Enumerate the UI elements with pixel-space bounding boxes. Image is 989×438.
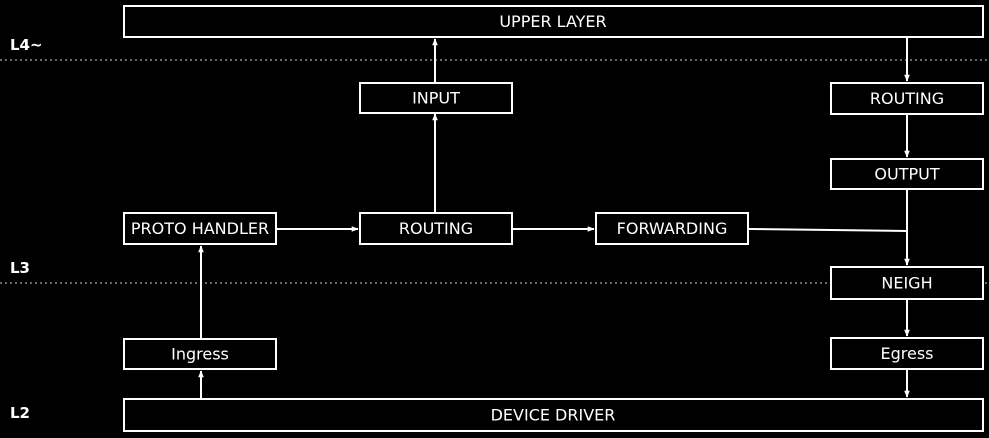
arrow-forwarding-to-neigh [748,228,910,266]
output-label: OUTPUT [874,165,939,184]
forwarding-box: FORWARDING [595,212,749,245]
ingress-label: Ingress [171,345,229,364]
routing-output-label: ROUTING [870,89,944,108]
output-box: OUTPUT [830,158,984,190]
neigh-label: NEIGH [881,274,932,293]
routing-input-box: ROUTING [359,212,513,245]
layer-label-l2: L2 [10,404,30,422]
forwarding-label: FORWARDING [617,219,728,238]
flow-arrows [198,38,910,398]
upper-layer-label: UPPER LAYER [499,12,606,31]
ingress-box: Ingress [123,338,277,370]
upper-layer-box: UPPER LAYER [123,5,984,38]
input-label: INPUT [412,89,460,108]
device-driver-label: DEVICE DRIVER [491,406,616,425]
device-driver-box: DEVICE DRIVER [123,398,984,432]
proto-handler-label: PROTO HANDLER [131,219,269,238]
egress-box: Egress [830,337,984,370]
egress-label: Egress [880,344,933,363]
input-box: INPUT [359,82,513,114]
layer-label-l3: L3 [10,259,30,277]
routing-output-box: ROUTING [830,82,984,115]
proto-handler-box: PROTO HANDLER [123,212,277,245]
routing-input-label: ROUTING [399,219,473,238]
layer-label-l4: L4~ [10,36,43,54]
neigh-box: NEIGH [830,266,984,300]
